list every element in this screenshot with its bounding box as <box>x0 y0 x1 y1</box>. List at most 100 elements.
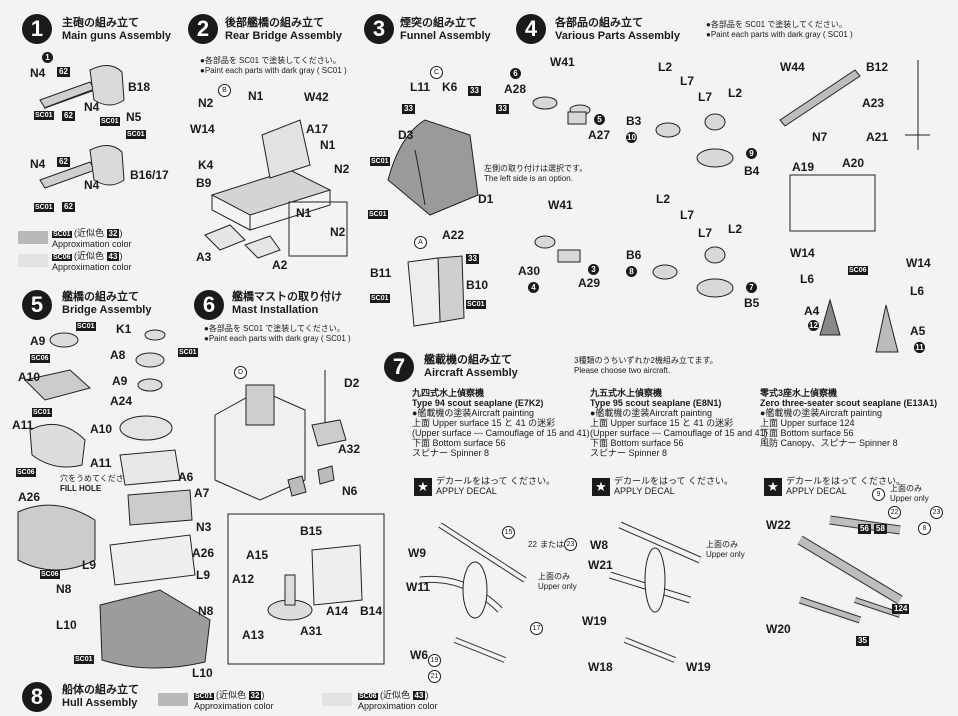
part-label: W41 <box>550 55 575 69</box>
part-label: N2 <box>198 96 214 110</box>
part-label: W19 <box>582 614 607 628</box>
part-label: N3 <box>196 520 212 534</box>
part-label: W20 <box>766 622 791 636</box>
paint-row-label: 下面 Bottom surface <box>412 438 494 448</box>
aircraft-en: Type 94 scout seaplane (E7K2) <box>412 398 544 408</box>
part-label: K1 <box>116 322 132 336</box>
step-1-title-en: Main guns Assembly <box>62 30 172 42</box>
paint-row-value: 15 と 41 の迷彩 <box>669 418 734 428</box>
paint-number: 17 <box>530 622 543 635</box>
part-label: D1 <box>478 192 494 206</box>
color-code-tag: SC01 <box>34 203 54 212</box>
paint-note-jp: ●各部品を SC01 で塗装してください。 <box>706 20 847 29</box>
part-label: A7 <box>194 486 210 500</box>
color-code-tag: SC01 <box>32 408 52 417</box>
part-label: W22 <box>766 518 791 532</box>
decal-jp: デカールをはって ください。 <box>614 476 734 486</box>
legend-sc06: SC06 (近似色 43) Approximation color <box>52 251 132 272</box>
part-label: D2 <box>344 376 360 390</box>
paint-number: 33 <box>468 86 481 96</box>
part-label: B10 <box>466 278 489 292</box>
paint-number: 33 <box>466 254 479 264</box>
part-label: A14 <box>326 604 349 618</box>
paint-number: 22 <box>528 540 537 549</box>
color-code-tag: SC01 <box>126 130 146 139</box>
paint-note-jp: ●各部品を SC01 で塗装してください。 <box>204 324 345 333</box>
fill-hole-en: FILL HOLE <box>60 484 102 493</box>
part-label: N1 <box>320 138 336 152</box>
part-label: N2 <box>334 162 350 176</box>
paint-row-value: 8 <box>662 448 668 458</box>
part-label: L2 <box>728 86 743 100</box>
rear-bridge-callout <box>288 201 348 257</box>
upper-only-jp: 上面のみ <box>538 572 570 581</box>
part-label: B3 <box>626 114 642 128</box>
mast-w44 <box>779 60 930 150</box>
step-4-badge: 4 <box>516 14 546 44</box>
fill-hole-note: 穴をうめてください。 FILL HOLE <box>60 474 140 494</box>
aircraft-jp: 九五式水上偵察機 <box>590 388 663 398</box>
step-2-title: 後部艦橋の組み立て Rear Bridge Assembly <box>225 17 342 43</box>
funnel-body <box>387 119 479 327</box>
part-label: B6 <box>626 248 642 262</box>
step-2-badge: 2 <box>188 14 218 44</box>
legend-en: Approximation color <box>358 701 438 711</box>
aircraft-jp: 九四式水上偵察機 <box>412 388 485 398</box>
part-label: B5 <box>744 296 760 310</box>
part-label: A9 <box>30 334 46 348</box>
legend-code: SC06 <box>358 693 378 700</box>
paint-row-label: 上面 Upper surface <box>590 418 668 428</box>
part-label: A30 <box>518 264 541 278</box>
part-label: A10 <box>18 370 41 384</box>
step-1-title: 主砲の組み立て Main guns Assembly <box>62 17 171 43</box>
color-code-tag: SC06 <box>16 468 36 477</box>
decal-star-icon: ★ <box>592 478 610 496</box>
paint-number: 12 <box>808 320 819 331</box>
paint-number: 23 <box>564 538 577 551</box>
paint-note-en: ●Paint each parts with dark gray ( SC01 … <box>706 30 853 39</box>
paint-number: 11 <box>914 342 925 353</box>
legend-sc01: SC01 (近似色 32) Approximation color <box>52 228 132 249</box>
mast-assembly <box>214 370 347 501</box>
mast-callout-parts <box>267 544 363 621</box>
main-gun-turret-lower <box>39 145 125 189</box>
decal-en: APPLY DECAL <box>614 486 675 496</box>
part-label: W19 <box>686 660 711 674</box>
part-label: W14 <box>790 246 815 260</box>
fill-hole-jp: 穴をうめてください。 <box>60 474 140 483</box>
aircraft-en: Zero three-seater scout seaplane (E13A1) <box>760 398 938 408</box>
legend-jp: (近似色 <box>74 251 105 261</box>
upper-only-en: Upper only <box>538 582 577 591</box>
paint-row-value: 15 と 41 の迷彩 <box>491 418 556 428</box>
part-label: A10 <box>90 422 113 436</box>
part-label: A13 <box>242 628 265 642</box>
step-3-title-jp: 煙突の組み立て <box>400 17 477 29</box>
mast-callout-box <box>227 513 385 665</box>
part-label: L2 <box>658 60 673 74</box>
part-label: B11 <box>370 266 392 280</box>
color-code-tag: SC01 <box>466 300 486 309</box>
rear-bridge-base <box>204 119 332 259</box>
decal-en: APPLY DECAL <box>786 486 847 496</box>
paint-number: 1 <box>42 52 53 63</box>
sub-assembly-marker-d: D <box>234 366 247 379</box>
hull-legend-sc01: SC01 (近似色 32) Approximation color <box>194 690 274 711</box>
part-label: W11 <box>406 580 431 594</box>
step-8-title: 船体の組み立て Hull Assembly <box>62 684 139 710</box>
paint-note-en: ●Paint each parts with dark gray ( SC01 … <box>200 66 347 75</box>
part-label: A12 <box>232 572 255 586</box>
decal-note-2: デカールをはって ください。 APPLY DECAL <box>614 476 733 496</box>
left-option-note: 左側の取り付けは選択です。 The left side is an option… <box>484 164 587 184</box>
upper-only-en: Upper only <box>706 550 745 559</box>
part-label: N5 <box>126 110 142 124</box>
part-label: N8 <box>198 604 214 618</box>
step-7-title-jp: 艦載機の組み立て <box>424 354 512 366</box>
part-label: N7 <box>812 130 828 144</box>
upper-only-3: 上面のみ Upper only <box>890 484 929 504</box>
paint-number: 124 <box>892 604 910 614</box>
part-label: N2 <box>330 225 346 239</box>
step-6-title-jp: 艦橋マストの取り付け <box>232 291 342 303</box>
part-label: B18 <box>128 80 151 94</box>
part-label: A3 <box>196 250 212 264</box>
